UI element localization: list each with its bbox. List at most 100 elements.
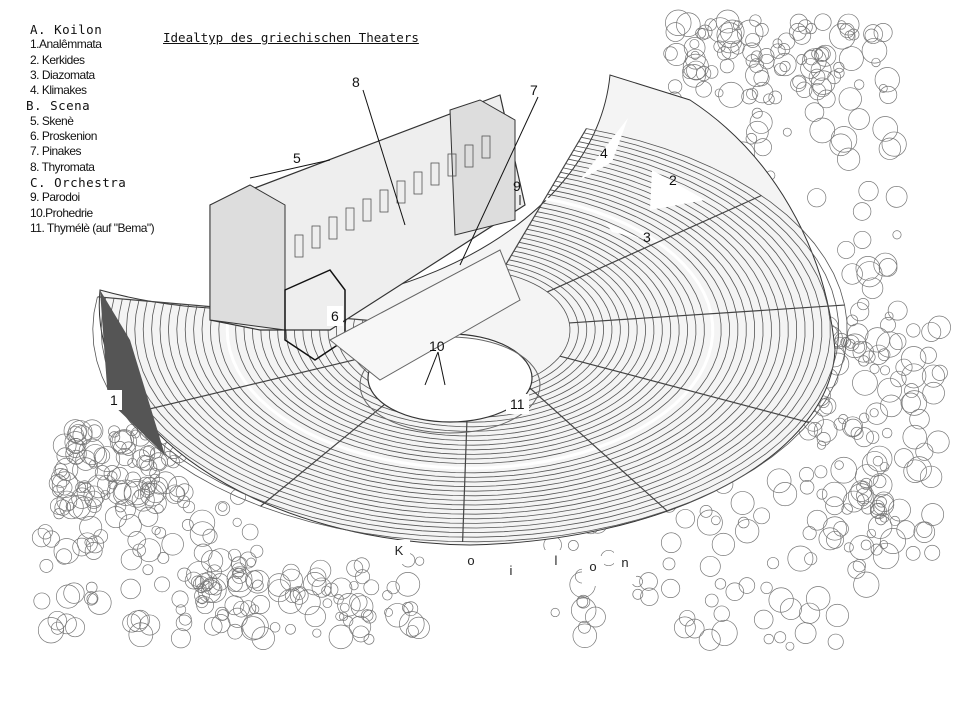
koilon-letter: i <box>500 560 522 596</box>
tree-scribble <box>858 355 870 367</box>
marker-10: 10 <box>429 338 445 354</box>
legend-item: 7. Pinakes <box>30 144 82 159</box>
tree-scribble <box>881 131 907 157</box>
tree-scribble <box>682 53 709 80</box>
arrow-klimakes <box>580 118 628 180</box>
tree-scribble <box>402 602 414 614</box>
tree-scribble <box>42 530 60 548</box>
tree-scribble <box>862 350 876 364</box>
tree-scribble <box>922 381 945 405</box>
legend-heading-orchestra: C. Orchestra <box>30 174 127 190</box>
tree-scribble <box>767 557 780 570</box>
tree-scribble <box>285 623 296 635</box>
tree-scribble <box>834 460 844 470</box>
tree-scribble <box>322 598 333 609</box>
tree-scribble <box>171 590 189 608</box>
tree-scribble <box>830 456 858 484</box>
tree-scribble <box>56 490 78 512</box>
tree-scribble <box>877 348 891 361</box>
tree-scribble <box>857 298 870 311</box>
tree-scribble <box>252 579 264 592</box>
analemma-wall <box>100 290 165 455</box>
tree-scribble <box>927 315 951 339</box>
tree-scribble <box>328 624 354 650</box>
window <box>413 171 423 195</box>
tree-scribble <box>716 22 743 48</box>
tree-scribble <box>707 17 733 43</box>
tree-scribble <box>849 535 875 560</box>
tree-scribble <box>127 531 146 550</box>
koilon-letter: l <box>545 550 567 600</box>
tree-scribble <box>111 429 137 455</box>
tree-scribble <box>86 535 105 554</box>
tree-scribble <box>269 622 281 633</box>
tree-scribble <box>231 567 248 584</box>
tree-scribble <box>245 569 270 594</box>
tree-scribble <box>870 502 887 520</box>
tree-scribble <box>55 548 73 565</box>
tree-scribble <box>115 448 134 467</box>
tree-scribble <box>177 567 192 582</box>
tree-scribble <box>852 370 878 396</box>
tree-scribble <box>240 616 266 641</box>
tree-scribble <box>352 625 370 643</box>
tree-scribble <box>873 474 887 489</box>
tree-scribble <box>900 392 921 413</box>
tree-scribble <box>853 571 880 598</box>
tree-scribble <box>72 537 91 557</box>
tree-scribble <box>114 430 134 450</box>
tree-scribble <box>787 545 814 572</box>
marker-9: 9 <box>513 178 521 194</box>
tree-scribble <box>850 302 870 322</box>
tree-scribble <box>825 496 844 516</box>
tree-scribble <box>112 479 140 506</box>
tree-scribble <box>902 424 927 450</box>
tree-scribble <box>746 87 759 100</box>
tree-scribble <box>725 582 745 601</box>
tree-scribble <box>805 586 831 611</box>
tree-scribble <box>843 334 860 351</box>
tree-scribble <box>797 19 813 35</box>
leader-line <box>362 89 406 226</box>
tree-scribble <box>242 613 269 640</box>
tree-scribble <box>585 606 606 628</box>
tree-scribble <box>405 625 419 638</box>
tree-scribble <box>675 509 695 529</box>
tree-scribble <box>72 425 93 446</box>
tree-scribble <box>815 46 831 62</box>
tree-scribble <box>711 619 738 646</box>
tree-scribble <box>64 431 87 454</box>
tree-scribble <box>746 120 769 144</box>
tree-scribble <box>184 571 203 590</box>
tree-scribble <box>385 603 410 628</box>
tree-scribble <box>175 604 187 615</box>
marker-1: 1 <box>106 390 122 410</box>
marker-6: 6 <box>327 306 343 326</box>
tree-scribble <box>763 93 775 105</box>
tree-scribble <box>251 626 275 650</box>
tree-scribble <box>139 614 161 636</box>
koilon-letter: o <box>460 550 482 576</box>
tree-scribble <box>131 449 151 469</box>
tree-scribble <box>901 363 927 389</box>
tree-scribble <box>829 133 853 157</box>
tree-scribble <box>321 585 332 596</box>
tree-scribble <box>142 564 154 576</box>
koilon-letter: o <box>582 556 604 586</box>
tree-scribble <box>833 417 847 431</box>
tree-scribble <box>31 527 52 548</box>
tree-scribble <box>141 477 158 493</box>
tree-scribble <box>415 556 425 566</box>
stage-floor <box>329 249 521 381</box>
tree-scribble <box>673 616 696 639</box>
tree-scribble <box>76 532 98 554</box>
tree-scribble <box>873 23 893 42</box>
legend-item: 4. Klimakes <box>30 83 87 98</box>
tree-scribble <box>59 494 84 520</box>
tree-scribble <box>836 20 847 30</box>
tree-scribble <box>335 611 345 621</box>
tree-scribble <box>87 424 102 439</box>
tree-scribble <box>69 424 87 442</box>
marker-11: 11 <box>506 394 529 414</box>
